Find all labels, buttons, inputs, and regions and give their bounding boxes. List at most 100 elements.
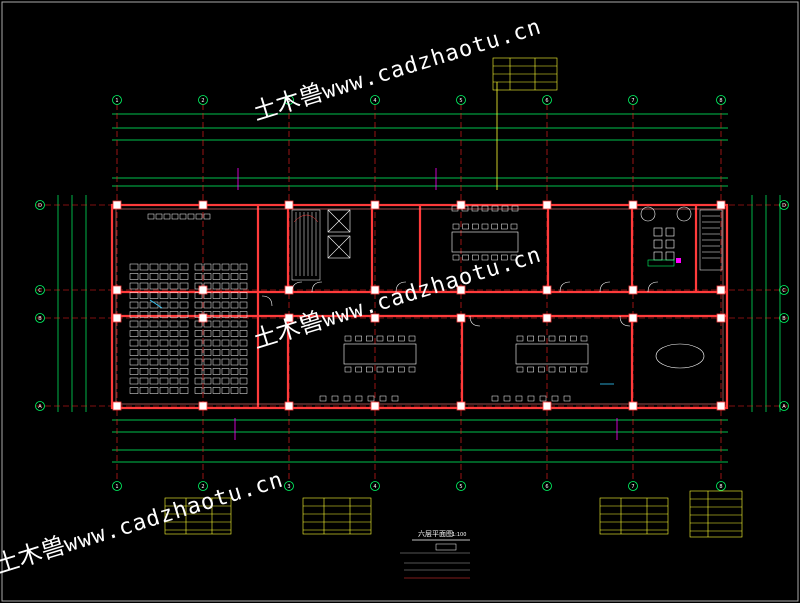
grid-label: C (782, 288, 786, 294)
chair (472, 254, 479, 261)
chair (452, 223, 460, 230)
seat (179, 377, 189, 385)
seat (179, 320, 189, 328)
seat (139, 263, 149, 271)
chair (387, 335, 394, 342)
seat (169, 368, 179, 375)
seat (203, 349, 212, 356)
seat (149, 387, 159, 394)
column (628, 200, 638, 210)
column (716, 285, 726, 295)
seat (159, 377, 169, 385)
inner-walls (115, 208, 724, 405)
seat (139, 282, 149, 290)
seat (221, 282, 230, 290)
grid-label: 8 (719, 98, 722, 104)
toilets (640, 206, 692, 267)
elevators (327, 209, 351, 259)
chair (559, 335, 566, 342)
seat (169, 358, 179, 366)
chair (570, 366, 577, 373)
seat (159, 311, 169, 318)
seat (149, 377, 159, 385)
seat (221, 368, 230, 375)
seat (155, 213, 163, 220)
seat (169, 320, 179, 328)
seat (179, 358, 189, 366)
chair (379, 395, 387, 402)
seat (179, 273, 189, 280)
seat (139, 377, 149, 385)
chair (452, 254, 460, 261)
seat (179, 368, 189, 375)
column (628, 313, 638, 323)
column (456, 401, 466, 411)
seat (129, 349, 139, 356)
grid-bubble (284, 95, 294, 105)
chair (527, 366, 534, 373)
seat (149, 358, 159, 366)
grid-label: A (782, 404, 786, 410)
seat (230, 311, 239, 318)
grid-label: 3 (287, 98, 290, 104)
chair (491, 205, 499, 212)
seat (195, 213, 203, 220)
grid-bubble (198, 481, 208, 491)
seat (187, 213, 195, 220)
seat (194, 387, 203, 394)
chair (510, 223, 518, 230)
seat (179, 330, 189, 337)
seat (194, 349, 203, 356)
chair (501, 205, 509, 212)
seat (179, 301, 189, 309)
grid-label: A (38, 404, 42, 410)
seat (169, 330, 179, 337)
seat (212, 387, 221, 394)
seat (129, 301, 139, 309)
seat (129, 387, 139, 394)
seat (221, 273, 230, 280)
seat (163, 213, 171, 220)
seat (149, 330, 159, 337)
chair (344, 366, 352, 373)
seat (239, 301, 248, 309)
walls (110, 203, 729, 410)
seat (179, 311, 189, 318)
chair (516, 366, 524, 373)
seat (212, 358, 221, 366)
chair (367, 395, 375, 402)
seat (239, 339, 248, 347)
grid-label: 5 (459, 98, 462, 104)
seat (203, 358, 212, 366)
seat (159, 282, 169, 290)
seat (159, 358, 169, 366)
grid-label: 8 (719, 484, 722, 490)
seat (194, 330, 203, 337)
seat (212, 311, 221, 318)
seat (221, 330, 230, 337)
seat (203, 282, 212, 290)
seat (149, 292, 159, 299)
seat (139, 292, 149, 299)
seat (159, 320, 169, 328)
seat (179, 213, 187, 220)
column (112, 200, 122, 210)
grid-bubble (779, 401, 789, 411)
seat (212, 330, 221, 337)
seat (129, 292, 139, 299)
grid-bubble (716, 95, 726, 105)
grid-label: 3 (287, 484, 290, 490)
grid-bubble (542, 481, 552, 491)
column (284, 285, 294, 295)
seat (194, 282, 203, 290)
chair (462, 254, 469, 261)
column (716, 401, 726, 411)
chair (471, 205, 479, 212)
chair (343, 395, 351, 402)
column (112, 401, 122, 411)
seat (239, 358, 248, 366)
column (370, 285, 380, 295)
seat (159, 339, 169, 347)
